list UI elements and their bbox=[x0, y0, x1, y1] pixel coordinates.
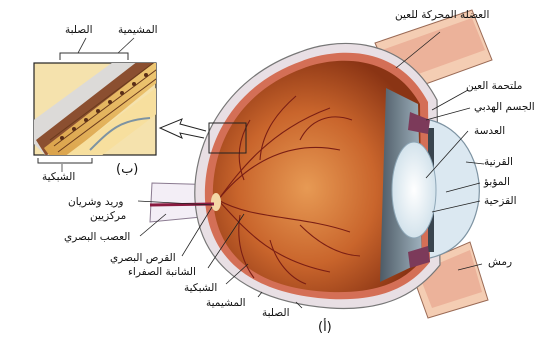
lens-shape bbox=[392, 142, 436, 238]
inset-label-retina: الشبكية bbox=[42, 171, 75, 183]
label-iris: القزحية bbox=[484, 195, 517, 207]
inset-letter: (ب) bbox=[116, 164, 138, 176]
label-conjunctiva: ملتحمة العين bbox=[466, 80, 522, 92]
label-fovea: الشانبة الصفراء bbox=[128, 266, 196, 278]
label-choroid: المشيمية bbox=[206, 297, 246, 309]
inset-label-choroid: المشيمية bbox=[118, 24, 158, 36]
label-ciliary-body: الجسم الهدبي bbox=[474, 101, 535, 113]
cornea-shape bbox=[430, 120, 479, 258]
label-eye-muscle: العضلة المحركة للعين bbox=[395, 9, 489, 21]
label-optic-disc: القرص البصري bbox=[110, 252, 176, 264]
label-sclera: الصلبة bbox=[262, 307, 290, 319]
zoom-arrow bbox=[160, 119, 206, 138]
main-letter: (أ) bbox=[318, 322, 332, 334]
inset-panel bbox=[20, 35, 195, 175]
label-central-vessels-2: مركزيين bbox=[90, 210, 126, 222]
inset-label-sclera: الصلبة bbox=[65, 24, 93, 36]
label-pupil: المؤبؤ bbox=[484, 176, 510, 188]
label-retina: الشبكية bbox=[184, 282, 217, 294]
optic-disc-marker bbox=[211, 193, 221, 211]
label-lens: العدسة bbox=[474, 125, 505, 137]
label-eyelash: رمش bbox=[488, 256, 512, 268]
label-optic-nerve: العصب البصري bbox=[64, 231, 130, 243]
label-cornea: القرنية bbox=[484, 156, 513, 168]
label-central-vessels-1: وريد وشريان bbox=[68, 196, 123, 208]
